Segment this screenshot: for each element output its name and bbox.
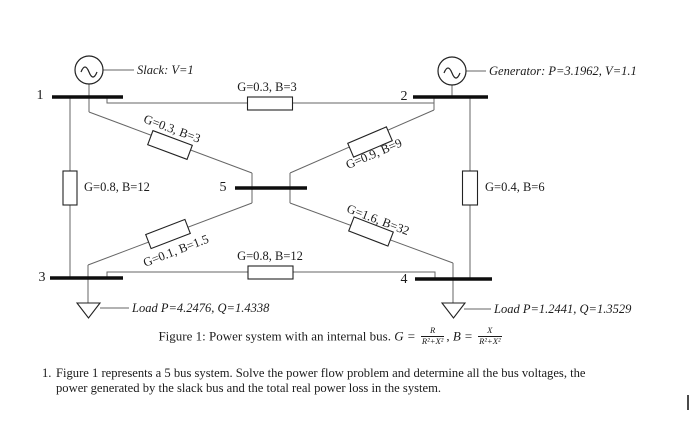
generator-2-circle (437, 56, 467, 86)
resistor-2-5 (347, 126, 393, 158)
text-cursor[interactable] (687, 395, 689, 410)
resistor-1-3 (62, 170, 78, 206)
problem-number: 1. (42, 366, 52, 380)
problem-text-line-2: power generated by the slack bus and the… (56, 381, 442, 396)
caption-separator: , (446, 328, 450, 344)
resistor-2-4 (461, 170, 479, 206)
resistor-1-2 (246, 96, 294, 111)
load-3-label: Load P=4.2476, Q=1.4338 (132, 300, 270, 315)
bus-1-label: 1 (36, 88, 44, 103)
slack-generator-label: Slack: V=1 (137, 62, 194, 77)
bus-5-label: 5 (219, 180, 227, 195)
generator-1-circle (74, 55, 104, 85)
bus-3-label: 3 (38, 270, 46, 285)
b-fraction-numerator: X (487, 325, 493, 335)
figure-caption: Figure 1: Power system with an internal … (0, 325, 662, 348)
line-3-4-label: G=0.8, B=12 (237, 248, 303, 263)
load-4-arrow-icon (440, 302, 467, 319)
resistor-3-5 (144, 218, 192, 250)
load-4-label: Load P=1.2441, Q=1.3529 (494, 301, 632, 316)
problem-text: Figure 1 represents a 5 bus system. Solv… (56, 366, 682, 397)
line-2-4-label: G=0.4, B=6 (485, 179, 545, 194)
g-fraction-denominator: R²+X² (420, 335, 445, 346)
caption-b-equation-lhs: B = (452, 328, 473, 344)
figure-caption-text: Figure 1: Power system with an internal … (158, 328, 391, 344)
resistor-5-4 (347, 216, 395, 247)
bus-bars (50, 95, 492, 281)
problem-text-line-1: Figure 1 represents a 5 bus system. Solv… (56, 366, 586, 380)
resistor-1-5 (146, 129, 194, 161)
bus-2-label: 2 (400, 89, 408, 104)
generator-1-sine-icon (80, 66, 98, 78)
line-1-3-label: G=0.8, B=12 (84, 179, 150, 194)
problem-statement: 1. Figure 1 represents a 5 bus system. S… (42, 366, 682, 397)
generator-2-label: Generator: P=3.1962, V=1.1 (489, 63, 637, 78)
resistor-3-4 (247, 265, 294, 280)
load-3-arrow-icon (75, 302, 102, 319)
g-fraction-numerator: R (430, 325, 436, 335)
generator-symbols (74, 55, 467, 86)
generator-2-sine-icon (443, 67, 461, 79)
bus-4-label: 4 (400, 272, 408, 287)
load-symbols (75, 302, 467, 319)
line-1-2-label: G=0.3, B=3 (237, 79, 297, 94)
caption-g-equation-lhs: G = (394, 328, 416, 344)
b-fraction-denominator: R²+X² (478, 335, 502, 346)
line-impedance-boxes (62, 96, 479, 280)
